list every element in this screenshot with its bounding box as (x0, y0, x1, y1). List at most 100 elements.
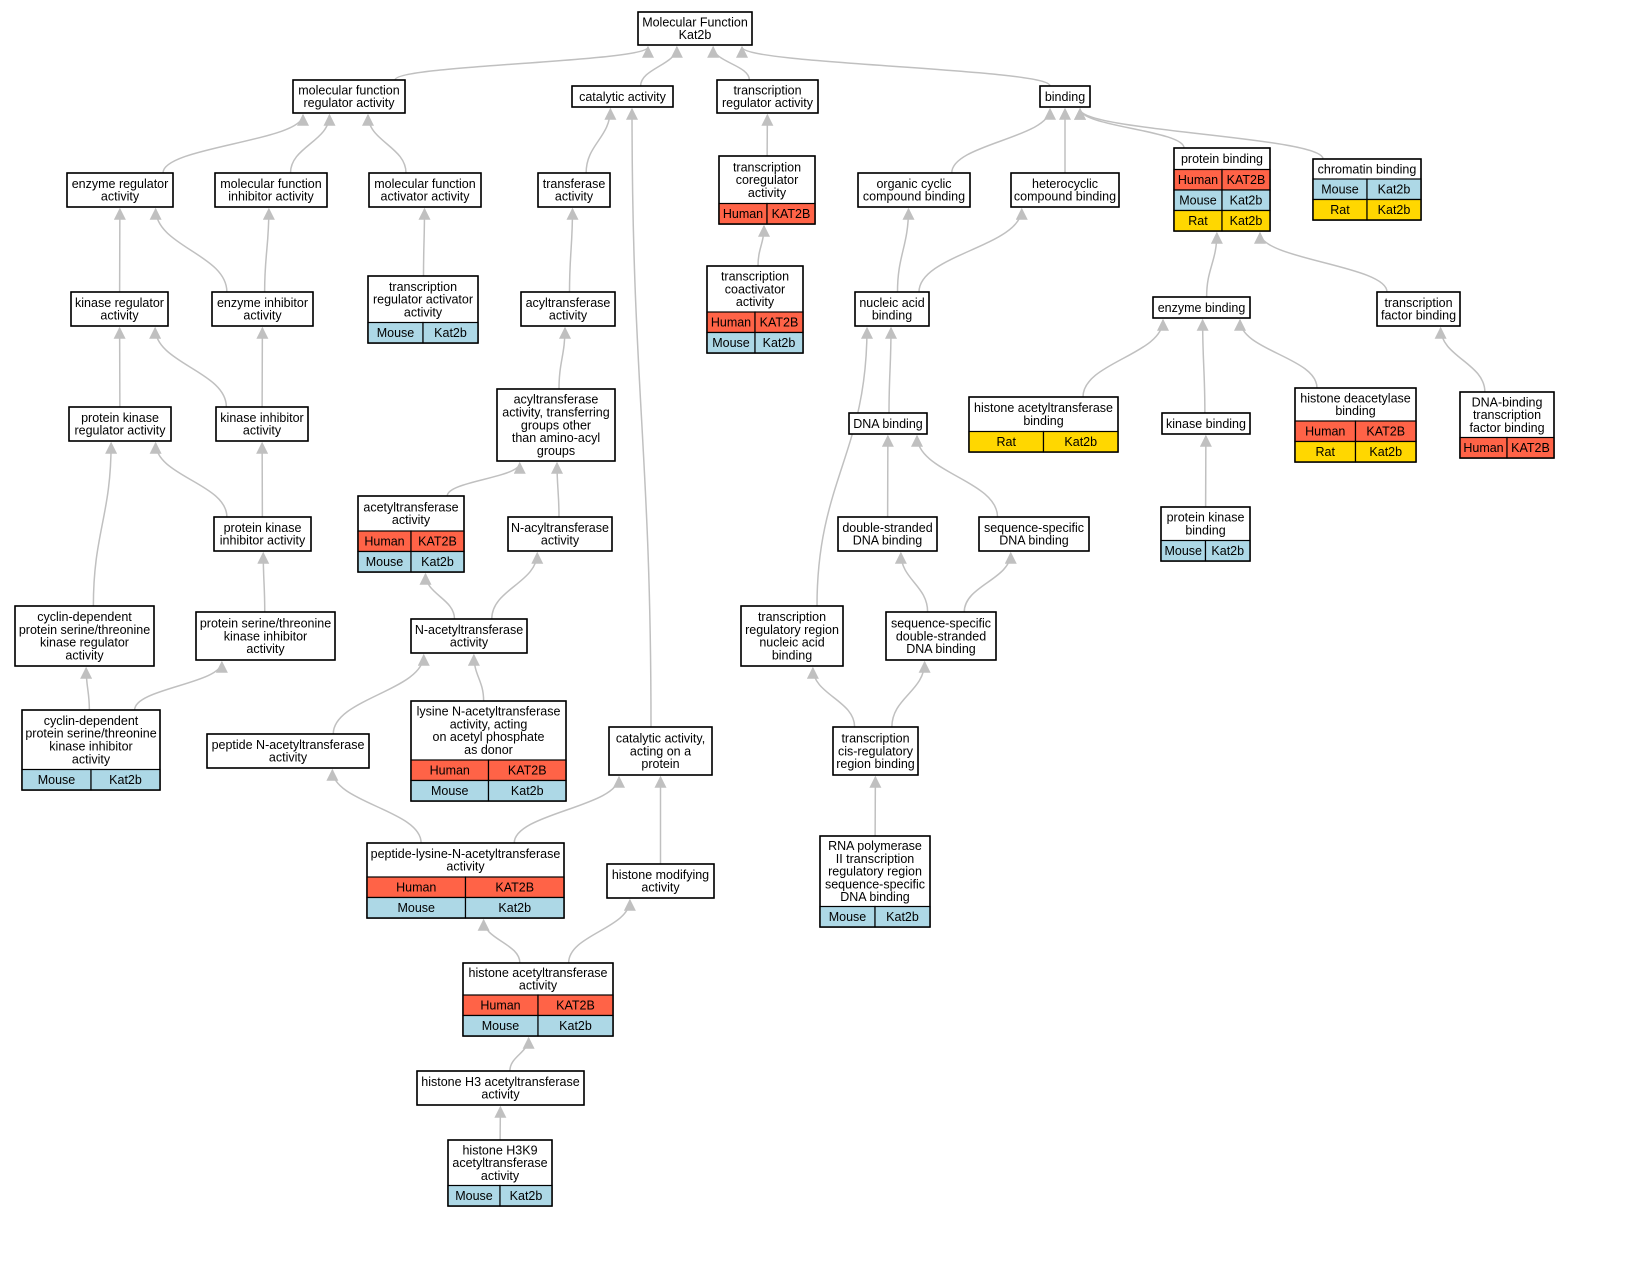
gene-symbol: Kat2b (1369, 445, 1402, 459)
node-label-line: protein kinase (1167, 511, 1245, 525)
species-name: Human (723, 207, 763, 221)
is-a-edge (332, 653, 430, 735)
node-label-line: Molecular Function (642, 15, 748, 29)
species-name: Mouse (366, 555, 404, 569)
species-name: Mouse (38, 773, 76, 787)
is-a-edge (626, 107, 652, 728)
node-label-line: activity (65, 649, 104, 663)
node-outline (14, 605, 155, 667)
node-outline (716, 79, 819, 114)
is-a-edge (918, 207, 1028, 293)
species-name: Mouse (1321, 183, 1359, 197)
node-label-line: binding (772, 649, 812, 663)
node-outline (214, 172, 328, 208)
go-term-node: binding (1039, 85, 1091, 108)
node-label-line: activity (72, 752, 111, 766)
node-label-line: activity (100, 309, 139, 323)
is-a-edge (566, 207, 579, 293)
species-name: Human (430, 764, 470, 778)
node-label-line: sequence-specific (825, 877, 925, 891)
species-name: Human (1178, 173, 1218, 187)
is-a-edge (1196, 318, 1209, 414)
is-a-edge (1074, 107, 1324, 160)
node-label-line: sequence-specific (891, 617, 991, 631)
node-label-line: cis-regulatory (838, 744, 914, 758)
node-label-line: DNA binding (853, 417, 923, 431)
node-outline (410, 700, 567, 802)
species-name: Human (1305, 425, 1345, 439)
node-outline (740, 605, 844, 667)
is-a-edge (446, 461, 526, 497)
node-label-line: binding (1023, 414, 1063, 428)
is-a-edge (1205, 231, 1223, 298)
node-outline (462, 962, 614, 1037)
node-outline (368, 172, 482, 208)
is-a-edge (558, 326, 571, 390)
node-label-line: transcription (733, 83, 801, 97)
node-label-line: nucleic acid (759, 636, 824, 650)
is-a-edge (896, 207, 915, 293)
node-label-line: activity (736, 295, 775, 309)
node-outline (213, 516, 312, 552)
go-term-node: kinase binding (1161, 412, 1251, 435)
node-outline (968, 396, 1119, 453)
node-outline (718, 155, 816, 225)
node-label-line: activity (243, 309, 282, 323)
node-label-line: protein serine/threonine (25, 727, 156, 741)
node-label-line: DNA binding (853, 534, 923, 548)
node-outline (1152, 296, 1251, 319)
node-label-line: double-stranded (896, 629, 986, 643)
node-label-line: acetyltransferase (363, 500, 458, 514)
node-outline (819, 835, 931, 928)
is-a-edge (257, 551, 270, 613)
node-outline (68, 406, 172, 442)
node-outline (520, 291, 616, 327)
node-label-line: factor binding (1381, 309, 1456, 323)
node-outline (1161, 412, 1251, 435)
node-label-line: coactivator (725, 282, 785, 296)
node-label-line: transcription (721, 270, 789, 284)
node-outline (637, 11, 753, 46)
node-label-line: protein binding (1181, 152, 1263, 166)
gene-symbol: Kat2b (510, 1189, 543, 1203)
node-outline (608, 726, 713, 776)
is-a-edge (884, 326, 897, 414)
go-term-node: DNA binding (848, 412, 928, 435)
node-label-line: activity (392, 513, 431, 527)
node-label-line: N-acyltransferase (511, 521, 609, 535)
species-name: Mouse (397, 901, 435, 915)
node-outline (410, 618, 528, 654)
gene-symbol: Kat2b (1230, 214, 1263, 228)
node-label-line: activity (246, 642, 285, 656)
node-label-line: regulatory region (828, 865, 922, 879)
node-label-line: peptide N-acetyltransferase (212, 738, 365, 752)
node-outline (206, 733, 370, 769)
node-label-line: transcription (758, 610, 826, 624)
species-name: Mouse (1179, 194, 1217, 208)
node-label-line: regulator activity (303, 96, 395, 110)
is-a-edge (963, 551, 1017, 613)
gene-symbol: KAT2B (556, 999, 595, 1013)
gene-symbol: KAT2B (1227, 173, 1266, 187)
node-label-line: kinase binding (1166, 417, 1246, 431)
node-label-line: binding (1335, 404, 1375, 418)
is-a-edge (1234, 318, 1318, 389)
node-label-line: peptide-lysine-N-acetyltransferase (371, 847, 561, 861)
is-a-edge (362, 113, 407, 174)
